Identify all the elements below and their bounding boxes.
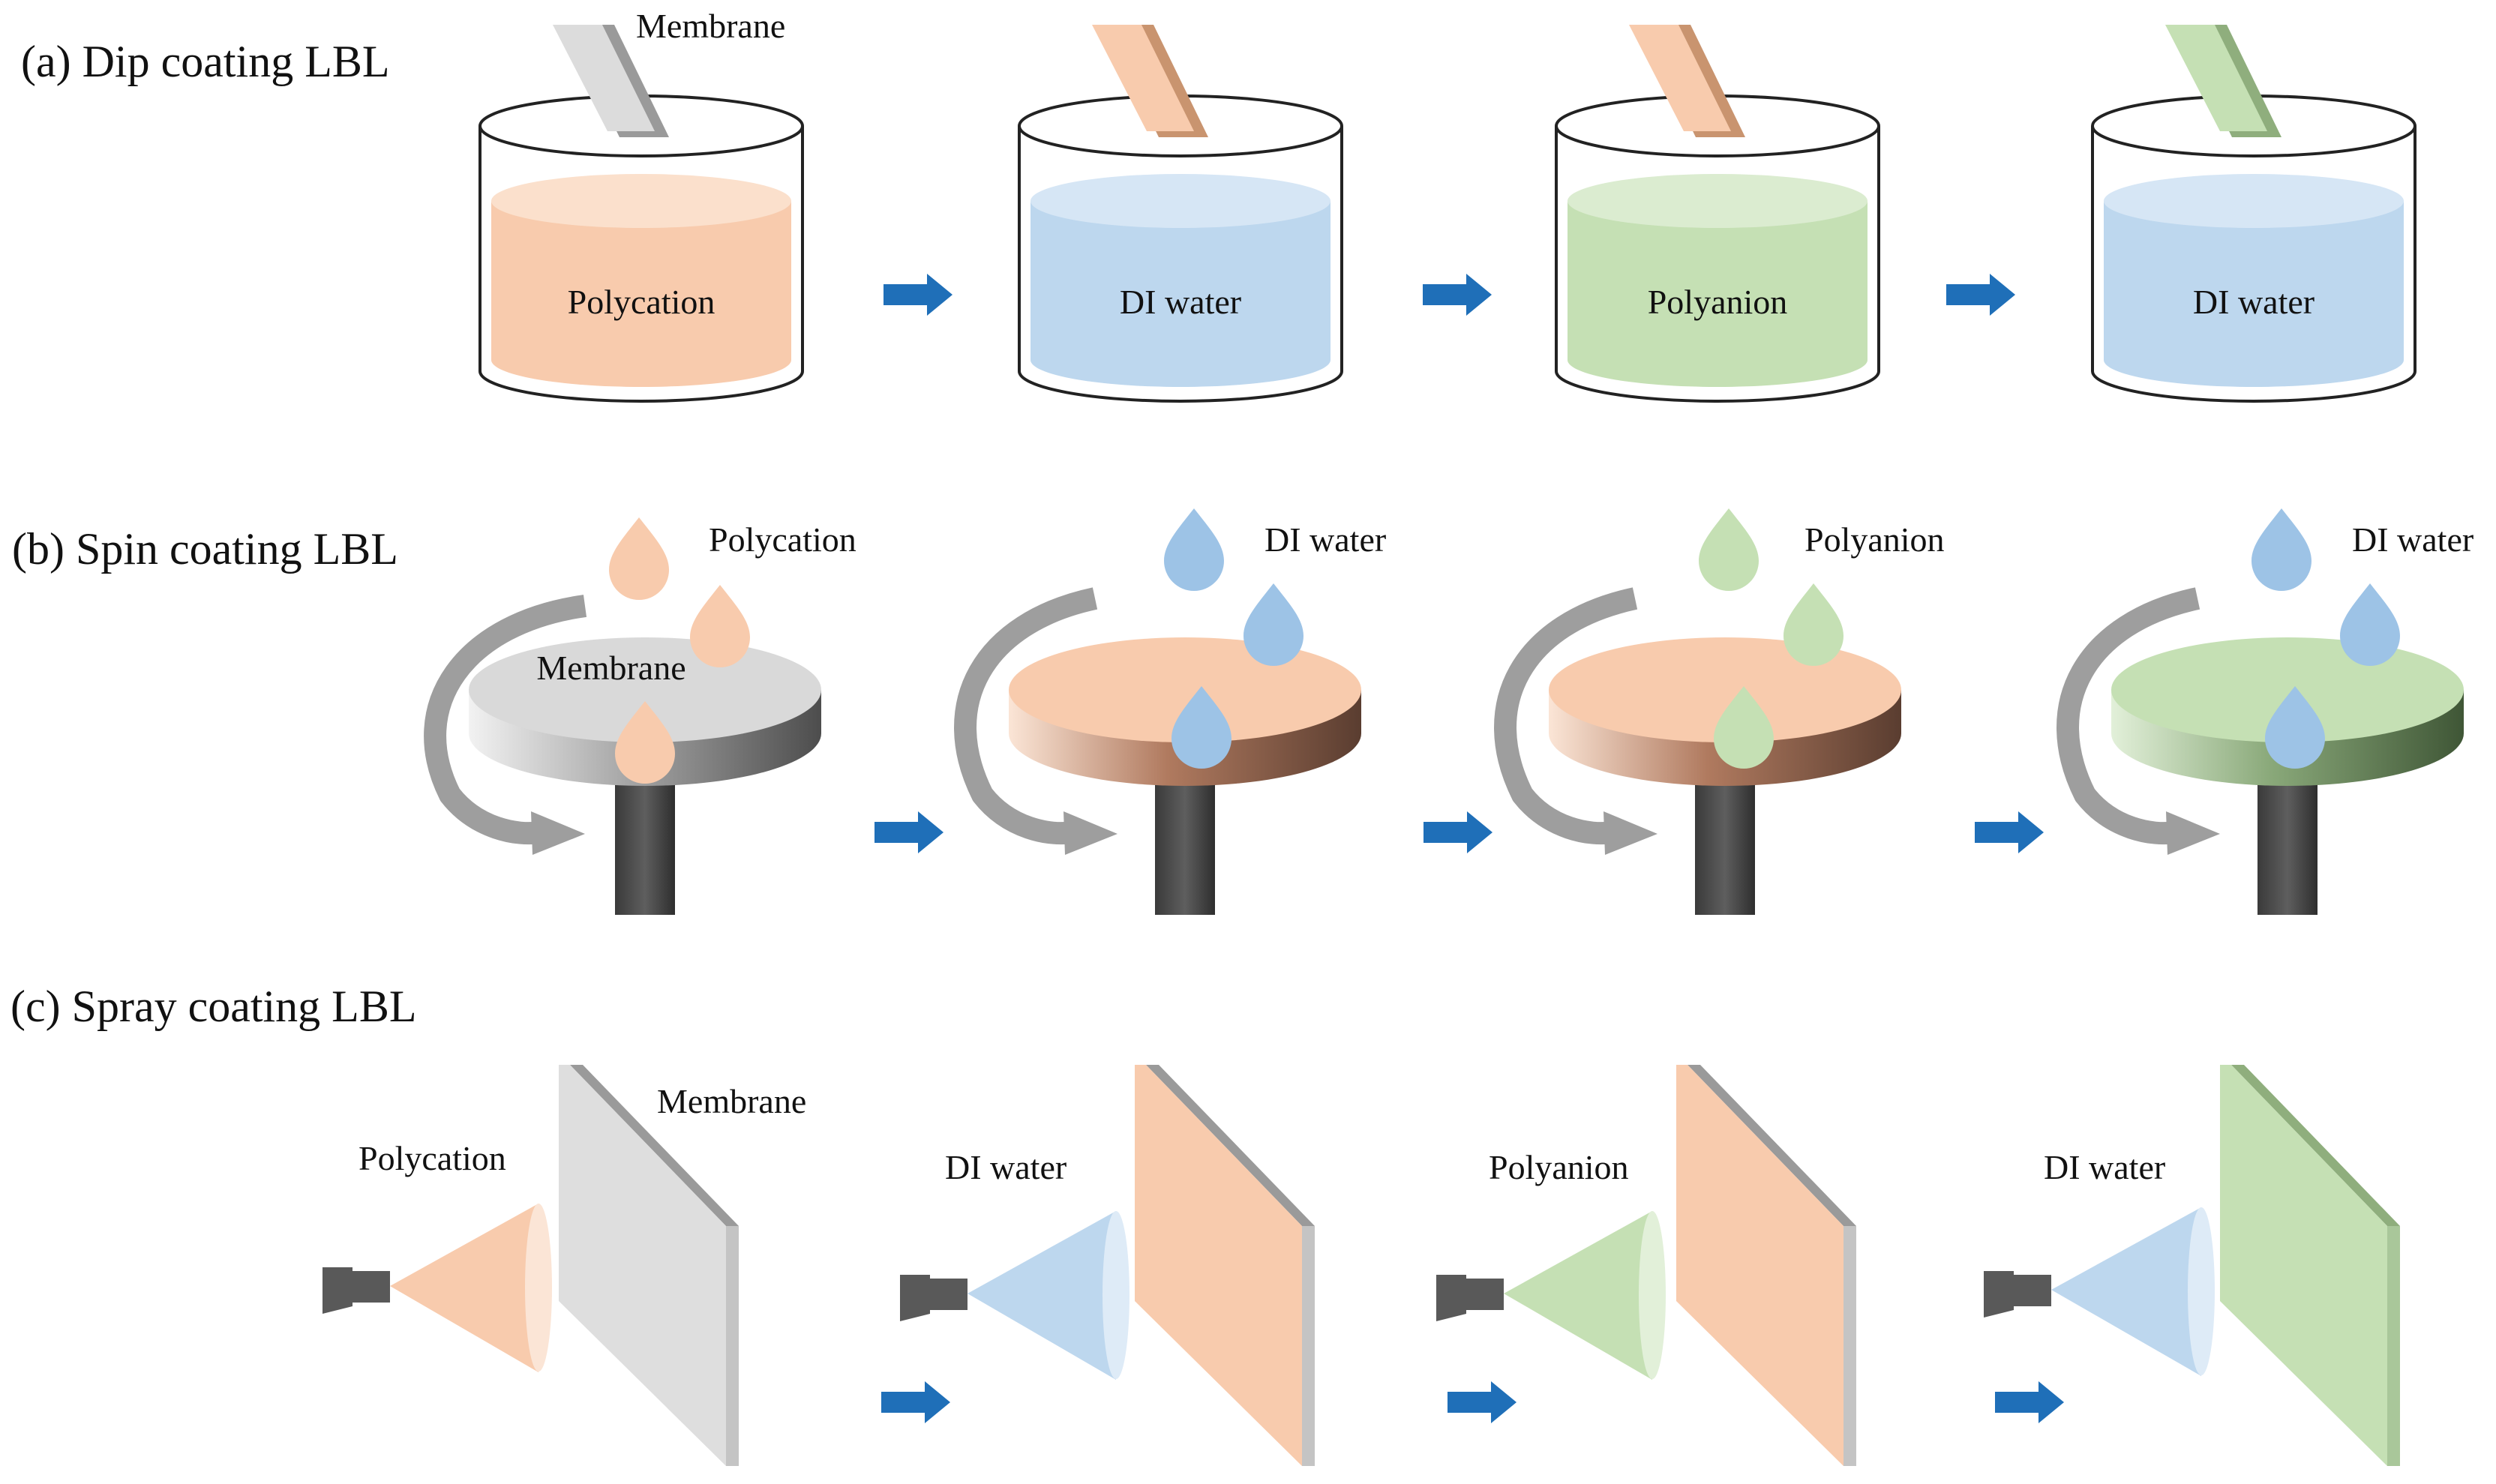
beaker-icon — [478, 94, 804, 403]
spindle — [615, 765, 675, 915]
membrane-slide-icon — [1092, 25, 1208, 137]
membrane-panel — [1135, 1065, 1315, 1466]
spray-step-1-label: Polycation — [358, 1139, 506, 1177]
droplet-icon — [690, 585, 750, 667]
membrane-panel — [559, 1065, 739, 1466]
spray-nozzle-icon — [1436, 1275, 1504, 1321]
beaker-icon — [1018, 94, 1343, 403]
droplet-icon — [2340, 583, 2400, 666]
droplet-icon — [1784, 583, 1844, 666]
spin-step-3: Polyanion — [1494, 508, 1945, 915]
spray-step-4-label: DI water — [2044, 1148, 2165, 1186]
dip-step-4-label: DI water — [2193, 283, 2314, 321]
membrane-panel — [1676, 1065, 1856, 1466]
spindle — [1695, 765, 1755, 915]
spray-step-2: DI water — [900, 1065, 1315, 1466]
rotation-arrow-icon — [424, 595, 587, 855]
solution-liquid — [2104, 201, 2404, 387]
dip-membrane-label: Membrane — [636, 7, 785, 45]
spray-nozzle-icon — [322, 1267, 390, 1314]
dip-step-2: DI water — [1018, 25, 1343, 403]
droplet-icon — [1244, 583, 1304, 666]
dip-section-title: (a) Dip coating LBL — [21, 37, 390, 86]
droplet-icon — [609, 517, 669, 600]
droplet-icon — [1164, 508, 1224, 591]
dip-step-1-label: Polycation — [568, 283, 716, 321]
spray-step-3-label: Polyanion — [1489, 1148, 1629, 1186]
droplet-icon — [1714, 686, 1774, 769]
flow-arrow-icon — [1946, 274, 2015, 316]
membrane-panel — [2220, 1065, 2400, 1466]
beaker-icon — [2091, 94, 2416, 403]
rotation-arrow-icon — [954, 587, 1118, 855]
spray-step-2-label: DI water — [945, 1148, 1066, 1186]
solution-liquid — [1568, 201, 1868, 387]
membrane-slide-icon — [2165, 25, 2282, 137]
rotation-arrow-icon — [1494, 587, 1658, 855]
spray-nozzle-icon — [900, 1275, 968, 1321]
flow-arrow-icon — [884, 274, 952, 316]
droplet-icon — [1172, 686, 1232, 769]
spin-membrane-label: Membrane — [536, 649, 686, 687]
dip-step-1: Polycation — [478, 25, 804, 403]
droplet-icon — [2265, 686, 2325, 769]
spin-step-1-label: Polycation — [709, 520, 856, 559]
spray-step-3: Polyanion — [1436, 1065, 1856, 1466]
spray-nozzle-icon — [1984, 1271, 2051, 1318]
spray-membrane-label: Membrane — [657, 1082, 806, 1120]
spray-step-4: DI water — [1984, 1065, 2400, 1466]
spin-step-1: Membrane Polycation — [424, 517, 856, 915]
spin-step-3-label: Polyanion — [1804, 520, 1945, 559]
spray-cone — [1504, 1211, 1666, 1380]
flow-arrow-icon — [1423, 274, 1492, 316]
section-spray-coating: (c) Spray coating LBL Membrane Polycatio… — [10, 982, 2400, 1466]
flow-arrow-icon — [1424, 811, 1492, 853]
dip-step-3: Polyanion — [1555, 25, 1880, 403]
flow-arrow-icon — [874, 811, 944, 853]
droplet-icon — [2252, 508, 2312, 591]
spray-section-title: (c) Spray coating LBL — [10, 982, 417, 1031]
section-dip-coating: (a) Dip coating LBL Membrane Polycation — [21, 7, 2416, 403]
spray-step-1: Polycation — [322, 1065, 739, 1466]
spin-step-2: DI water — [954, 508, 1386, 915]
spray-cone — [390, 1204, 552, 1372]
membrane-slide-icon — [1629, 25, 1745, 137]
flow-arrow-icon — [1975, 811, 2044, 853]
dip-step-2-label: DI water — [1120, 283, 1241, 321]
spray-cone — [2051, 1207, 2215, 1376]
section-spin-coating: (b) Spin coating LBL Membrane Polycation — [12, 508, 2474, 915]
dip-step-4: DI water — [2091, 25, 2416, 403]
flow-arrow-icon — [1995, 1381, 2064, 1423]
solution-liquid — [1030, 201, 1330, 387]
spin-section-title: (b) Spin coating LBL — [12, 524, 398, 574]
spin-step-4: DI water — [2056, 508, 2474, 915]
dip-step-3-label: Polyanion — [1648, 283, 1788, 321]
spindle — [1155, 765, 1215, 915]
spray-cone — [968, 1211, 1130, 1380]
flow-arrow-icon — [881, 1381, 950, 1423]
flow-arrow-icon — [1448, 1381, 1516, 1423]
membrane-slide-icon — [553, 25, 669, 137]
spindle — [2258, 765, 2318, 915]
beaker-icon — [1555, 94, 1880, 403]
droplet-icon — [1699, 508, 1759, 591]
droplet-icon — [615, 701, 675, 784]
spin-step-4-label: DI water — [2352, 520, 2474, 559]
rotation-arrow-icon — [2056, 587, 2220, 855]
spin-step-2-label: DI water — [1264, 520, 1386, 559]
solution-liquid — [491, 201, 791, 387]
